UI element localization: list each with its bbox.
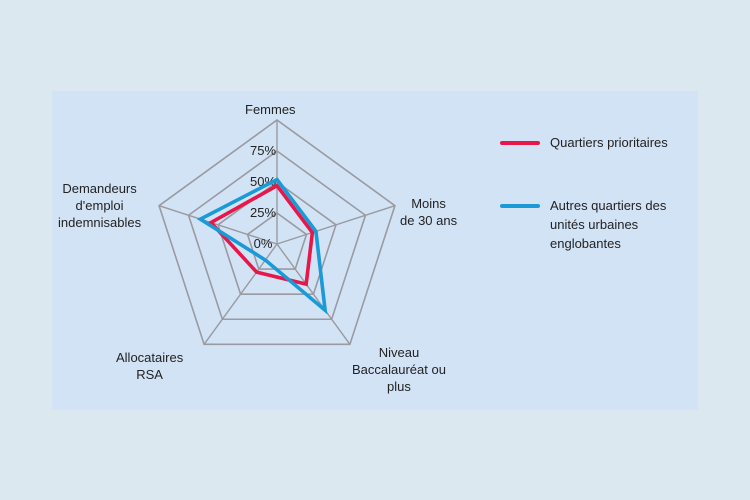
radar-chart: 0% 25% 50% 75% bbox=[158, 119, 396, 346]
tick-label-75pct: 75% bbox=[250, 143, 276, 158]
legend-item-autres-quartiers: Autres quartiers des unités urbaines eng… bbox=[500, 196, 710, 253]
legend-label: Autres quartiers des unités urbaines eng… bbox=[550, 198, 667, 251]
tick-label-25pct: 25% bbox=[250, 205, 276, 220]
grid-ring-3 bbox=[187, 150, 367, 321]
grid-ring-4 bbox=[158, 119, 396, 346]
grid-spoke-1 bbox=[276, 205, 396, 245]
axis-label-allocataires-rsa: Allocataires RSA bbox=[116, 350, 184, 382]
legend-label: Quartiers prioritaires bbox=[550, 135, 668, 150]
legend-swatch-blue bbox=[500, 204, 540, 208]
grid-ring-2 bbox=[217, 181, 337, 295]
legend-item-quartiers-prioritaires: Quartiers prioritaires bbox=[500, 133, 710, 152]
axis-label-demandeurs-emploi: Demandeurs d'emploi indemnisables bbox=[58, 181, 142, 230]
axis-label-moins-30-ans: Moins de 30 ans bbox=[400, 196, 458, 228]
tick-label-50pct: 50% bbox=[250, 174, 276, 189]
grid-spoke-4 bbox=[158, 205, 278, 245]
axis-label-femmes: Femmes bbox=[245, 102, 296, 117]
series-line-1 bbox=[196, 177, 328, 315]
series-line-0 bbox=[208, 183, 315, 287]
axis-label-niveau-bac: Niveau Baccalauréat ou plus bbox=[352, 345, 446, 394]
chart-panel: 0% 25% 50% 75% Femmes Moins de 30 ans Nivea… bbox=[52, 91, 698, 410]
tick-label-0pct: 0% bbox=[254, 236, 273, 251]
grid-spoke-2 bbox=[276, 243, 351, 345]
legend-swatch-red bbox=[500, 141, 540, 145]
